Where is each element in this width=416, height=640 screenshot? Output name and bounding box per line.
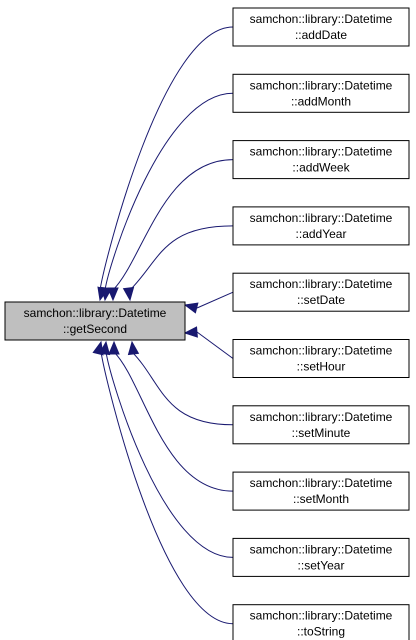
- caller-node-class-label: samchon::library::Datetime: [250, 145, 393, 159]
- caller-node-box: [232, 339, 410, 378]
- caller-node[interactable]: samchon::library::Datetime::addWeek: [232, 140, 410, 180]
- call-edge: [112, 159, 234, 291]
- call-edge: [99, 26, 234, 291]
- caller-node[interactable]: samchon::library::Datetime::setYear: [232, 537, 410, 577]
- focus-node-class-label: samchon::library::Datetime: [24, 306, 167, 320]
- focus-node-getSecond[interactable]: samchon::library::Datetime ::getSecond: [4, 301, 186, 341]
- caller-node-class-label: samchon::library::Datetime: [250, 344, 393, 358]
- caller-node-class-label: samchon::library::Datetime: [250, 78, 393, 92]
- caller-node-class-label: samchon::library::Datetime: [250, 410, 393, 424]
- caller-node[interactable]: samchon::library::Datetime::setMinute: [232, 405, 410, 445]
- caller-node-method-label: ::addDate: [295, 28, 347, 42]
- caller-node[interactable]: samchon::library::Datetime::setMonth: [232, 471, 410, 511]
- caller-node-box: [232, 272, 410, 312]
- call-edge-arrowhead: [92, 340, 104, 356]
- caller-node[interactable]: samchon::library::Datetime::toString: [232, 604, 410, 640]
- caller-node[interactable]: samchon::library::Datetime::setHour: [232, 339, 410, 378]
- caller-node-method-label: ::setDate: [297, 293, 345, 307]
- caller-node-method-label: ::setMinute: [292, 426, 351, 440]
- caller-node-box: [232, 537, 410, 577]
- caller-node-class-label: samchon::library::Datetime: [250, 12, 393, 26]
- call-edge: [104, 92, 234, 291]
- caller-node-method-label: ::addMonth: [291, 94, 351, 108]
- call-edge: [129, 225, 234, 291]
- caller-node-class-label: samchon::library::Datetime: [250, 609, 393, 623]
- call-edges: [92, 26, 234, 625]
- caller-node-box: [232, 73, 410, 113]
- caller-node-box: [232, 206, 410, 246]
- caller-node-box: [232, 471, 410, 511]
- caller-node-class-label: samchon::library::Datetime: [250, 277, 393, 291]
- caller-nodes: samchon::library::Datetime::addDatesamch…: [232, 7, 410, 640]
- caller-node-box: [232, 7, 410, 47]
- call-edge-arrowhead: [108, 340, 120, 355]
- call-edge-arrowhead: [183, 326, 198, 338]
- call-edge-arrowhead: [122, 286, 135, 302]
- call-edge: [100, 351, 234, 625]
- caller-node-box: [232, 140, 410, 180]
- call-edge-arrowhead: [127, 340, 140, 356]
- call-edge: [113, 351, 234, 492]
- caller-node[interactable]: samchon::library::Datetime::setDate: [232, 272, 410, 312]
- focus-node-method-label: ::getSecond: [63, 322, 127, 336]
- caller-node[interactable]: samchon::library::Datetime::addDate: [232, 7, 410, 47]
- caller-node-box: [232, 604, 410, 640]
- call-edge: [196, 331, 234, 359]
- caller-node-method-label: ::addWeek: [292, 161, 350, 175]
- call-edge-arrowhead: [107, 287, 119, 302]
- focus-node-box: [4, 301, 186, 341]
- call-edge: [131, 351, 234, 426]
- caller-node[interactable]: samchon::library::Datetime::addMonth: [232, 73, 410, 113]
- call-edge: [196, 291, 234, 309]
- call-edge-arrowhead: [183, 302, 199, 314]
- caller-node-method-label: ::setYear: [298, 558, 345, 572]
- caller-node-class-label: samchon::library::Datetime: [250, 542, 393, 556]
- caller-node-method-label: ::setMonth: [293, 492, 349, 506]
- caller-node-box: [232, 405, 410, 445]
- caller-node-method-label: ::toString: [297, 625, 345, 639]
- caller-node[interactable]: samchon::library::Datetime::addYear: [232, 206, 410, 246]
- caller-node-method-label: ::setHour: [297, 360, 346, 374]
- call-edge: [105, 351, 234, 558]
- caller-node-method-label: ::addYear: [296, 227, 347, 241]
- caller-node-class-label: samchon::library::Datetime: [250, 476, 393, 490]
- caller-node-class-label: samchon::library::Datetime: [250, 211, 393, 225]
